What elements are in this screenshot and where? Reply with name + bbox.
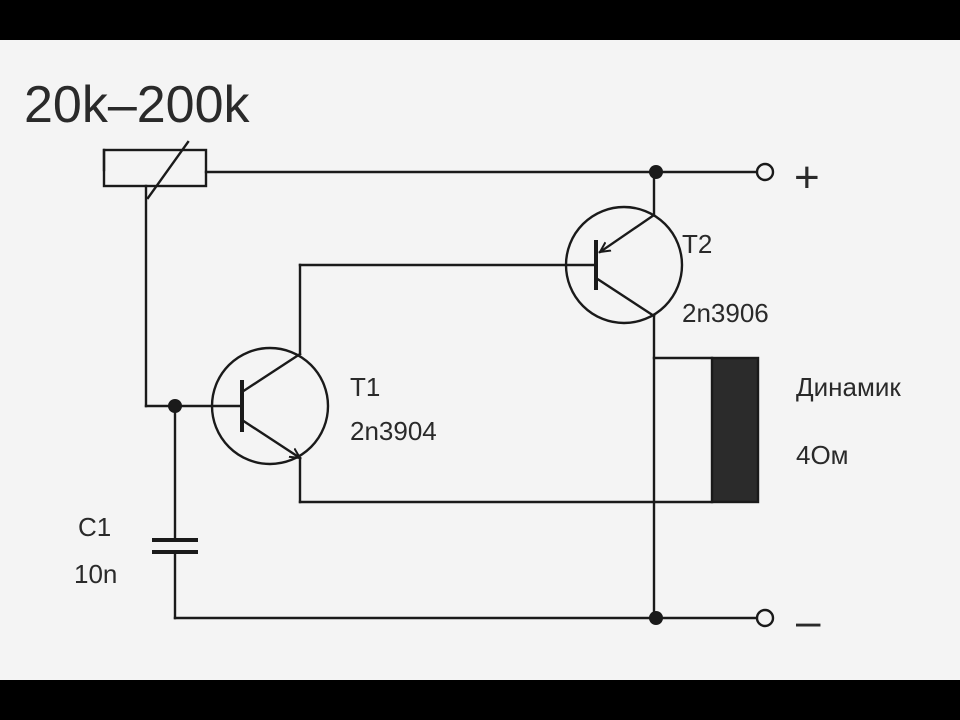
- c1-name-label: C1: [78, 512, 111, 542]
- variable-resistor: [102, 140, 208, 200]
- minus-label: –: [796, 597, 821, 646]
- speaker-name-label: Динамик: [796, 372, 901, 402]
- speaker: [652, 356, 760, 504]
- schematic-background: [0, 40, 960, 680]
- t1-part-label: 2n3904: [350, 416, 437, 446]
- transistor-t2: [564, 205, 684, 325]
- terminal-plus: [755, 162, 775, 182]
- resistor-value-label: 20k–200k: [24, 76, 251, 134]
- t2-part-label: 2n3906: [682, 298, 769, 328]
- plus-label: +: [794, 153, 820, 202]
- t2-name-label: T2: [682, 229, 712, 259]
- speaker-impedance-label: 4Ом: [796, 440, 849, 470]
- terminal-minus: [755, 608, 775, 628]
- junction-bottom: [649, 611, 663, 625]
- resistor-adjust-arrow: [146, 140, 190, 200]
- t1-name-label: T1: [350, 372, 380, 402]
- transistor-t1: [210, 346, 330, 466]
- c1-value-label: 10n: [74, 559, 117, 589]
- junction-top: [649, 165, 663, 179]
